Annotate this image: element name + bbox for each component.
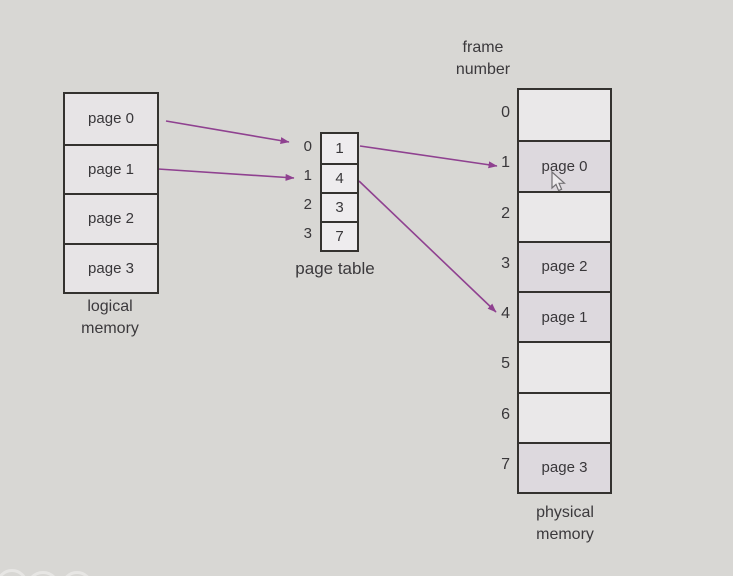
watermark-ring <box>0 569 28 576</box>
frame-number-caption: frame number <box>433 37 533 81</box>
frame-number-label: 0 <box>501 104 510 122</box>
logical-memory-caption-line1: logical <box>87 298 133 315</box>
frame-number-label: 7 <box>501 455 510 473</box>
logical-page-cell: page 2 <box>65 193 157 243</box>
watermark-ring <box>61 571 93 576</box>
arrow-page0-to-entry0 <box>165 120 290 145</box>
frame-number-label: 1 <box>501 154 510 172</box>
frame-number-label: 5 <box>501 355 510 373</box>
frame-number-label: 2 <box>501 204 510 222</box>
frame-number-caption-line1: frame <box>462 39 504 56</box>
physical-frame-cell: page 0 <box>519 140 610 191</box>
physical-frame-cell <box>519 391 610 442</box>
page-table-index: 2 <box>303 196 312 213</box>
logical-memory-caption: logical memory <box>50 296 170 340</box>
logical-memory-table: page 0 page 1 page 2 page 3 <box>63 92 159 294</box>
physical-memory-caption-line2: memory <box>536 526 594 543</box>
frame-number-label: 4 <box>501 305 510 323</box>
logical-page-cell: page 0 <box>88 110 134 128</box>
physical-frame-cell <box>519 341 610 392</box>
page-table-index: 0 <box>303 138 312 155</box>
page-table-index: 1 <box>303 167 312 184</box>
logical-page-cell: page 1 <box>65 143 157 194</box>
frame-number-label: 3 <box>501 254 510 272</box>
frame-number-label: 6 <box>501 405 510 423</box>
page-table-value-cell: 3 <box>322 192 357 221</box>
physical-memory-caption: physical memory <box>515 502 615 546</box>
page-table-index: 3 <box>303 225 312 242</box>
page-table: 1 4 3 7 <box>320 132 359 252</box>
frame-number-labels: 0 1 2 3 4 5 6 7 <box>445 88 510 490</box>
page-table-value-cell: 1 <box>335 140 344 157</box>
physical-frame-cell: page 2 <box>519 240 610 291</box>
page-table-value-cell: 7 <box>322 221 357 250</box>
physical-frame-cell: page 1 <box>519 291 610 342</box>
physical-memory-caption-line1: physical <box>536 504 594 521</box>
physical-frame-cell <box>519 90 610 141</box>
physical-frame-cell <box>519 190 610 241</box>
page-table-indices: 0 1 2 3 <box>290 132 312 248</box>
physical-frame-cell: page 3 <box>519 441 610 492</box>
logical-memory-caption-line2: memory <box>81 320 139 337</box>
frame-number-caption-line2: number <box>455 61 511 78</box>
page-table-caption: page table <box>295 259 375 278</box>
physical-memory-table: page 0 page 2 page 1 page 3 <box>517 88 612 494</box>
logical-page-cell: page 3 <box>65 242 157 293</box>
arrow-page1-to-entry1 <box>157 168 295 181</box>
watermark-ring <box>26 571 60 576</box>
page-table-value-cell: 4 <box>322 163 357 192</box>
mouse-cursor-icon <box>551 170 566 192</box>
